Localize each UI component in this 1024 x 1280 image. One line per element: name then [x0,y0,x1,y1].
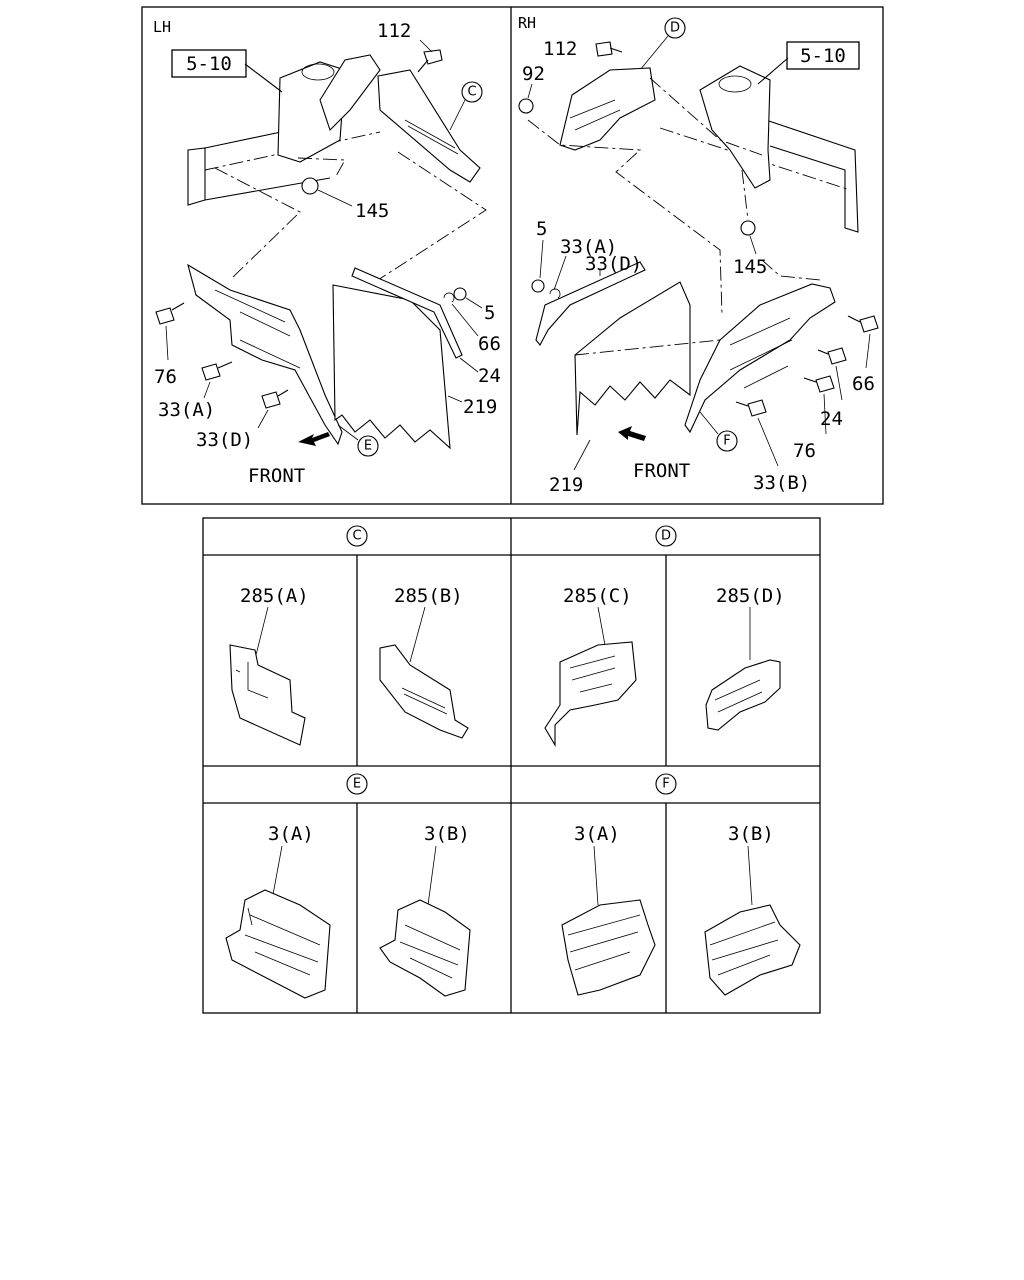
lh-panel: LH 5-10 112 C 145 E [153,18,501,487]
svg-text:E: E [353,777,361,792]
svg-text:C: C [352,529,361,544]
rh-label-66: 33(A) [560,236,617,258]
detail-header-f [655,773,677,795]
lh-label-33a: 33(A) [158,399,215,421]
detail-header-d [655,525,677,547]
detail-header-e [346,773,368,795]
rh-ref-box [786,41,860,70]
rh-bracket-d [559,67,656,151]
part-285c [544,641,637,748]
rh-strip-24 [535,261,646,346]
svg-text:F: F [662,777,669,792]
rh-label-76: 66 [852,373,875,395]
svg-text:F: F [723,434,730,449]
lh-nut-5 [453,287,467,301]
part-285b [379,644,469,739]
rh-nut-92 [518,98,534,114]
part-3a-f [561,899,656,996]
svg-text:C: C [467,85,476,100]
rh-label-24: 33(D) [585,253,642,275]
rh-mount-bracket [699,65,771,189]
rh-bolt-33a [815,375,835,393]
lh-bolt-33d [261,391,281,409]
rh-bolt-76 [859,315,879,333]
rh-bolt-112 [595,41,613,57]
rh-side-label: RH [518,14,536,32]
rh-label-219: 219 [549,474,583,496]
part-3a-e-label: 3(A) [268,823,314,845]
rh-label-33b: 24 [820,408,843,430]
lh-bolt-76 [155,307,175,325]
lh-hook [319,54,381,132]
part-3a-f-label: 3(A) [574,823,620,845]
rh-callout-d [664,17,686,39]
rh-nut-5 [531,279,545,293]
rh-mud-flap [574,281,691,436]
rh-callout-f [716,430,738,452]
lh-washer-66 [443,292,455,303]
part-3a-e [225,889,331,999]
lh-ref-label: 5-10 [186,53,232,75]
rh-front-label: FRONT [633,460,690,482]
rh-bolt-33b [827,347,847,365]
lh-label-5: 5 [484,302,495,324]
svg-text:D: D [661,529,671,544]
lh-frame-rail-end [187,147,206,206]
svg-text:D: D [670,21,680,36]
lh-side-label: LH [153,18,171,36]
lh-label-76: 76 [154,366,177,388]
lh-callout-c [461,81,483,103]
part-285c-label: 285(C) [563,585,632,607]
lh-label-145: 145 [355,200,389,222]
lh-bolt-112 [423,49,443,65]
lh-label-66: 66 [478,333,501,355]
lh-front-arrow [298,432,330,446]
lh-label-33d: 33(D) [196,429,253,451]
detail-table: C D E F 285(A) 285(B) 285(C) 285(D) 3(A)… [202,517,821,1014]
rh-nut-145 [740,220,756,236]
lh-nut-145 [301,177,319,195]
part-3b-e [379,899,471,997]
lh-bracket-c [377,69,481,183]
svg-text:E: E [364,439,372,454]
part-3b-f-label: 3(B) [728,823,774,845]
part-285a [229,644,306,746]
lh-front-label: FRONT [248,465,305,487]
rh-panel: RH 5-10 D 112 92 145 [518,14,879,496]
part-285a-label: 285(A) [240,585,309,607]
detail-header-c [346,525,368,547]
part-285d [705,659,781,731]
rh-ref-label: 5-10 [800,45,846,67]
lh-mud-flap [332,284,451,450]
rh-washer-66 [549,288,561,299]
lh-strip-24 [351,267,463,359]
rh-front-arrow [618,426,646,441]
rh-fender-stay [684,283,836,434]
lh-fender-stay [187,263,343,446]
part-285d-label: 285(D) [716,585,785,607]
part-285b-label: 285(B) [394,585,463,607]
part-3b-f [704,904,801,996]
lh-bolt-33a [201,363,221,381]
lh-callout-e [357,435,379,457]
rh-bolt-33d [747,399,767,417]
rh-label-33a: 76 [793,440,816,462]
part-3b-e-label: 3(B) [424,823,470,845]
lh-label-112: 112 [377,20,411,42]
lh-label-219: 219 [463,396,497,418]
rh-label-145: 145 [733,256,767,278]
rh-label-33d: 33(B) [753,472,810,494]
lh-ref-box [171,49,247,78]
rh-label-92: 92 [522,63,545,85]
lh-label-24: 24 [478,365,501,387]
main-frame [141,6,884,505]
rh-label-5: 5 [536,218,547,240]
rh-frame-rail [759,117,859,233]
rh-label-112: 112 [543,38,577,60]
